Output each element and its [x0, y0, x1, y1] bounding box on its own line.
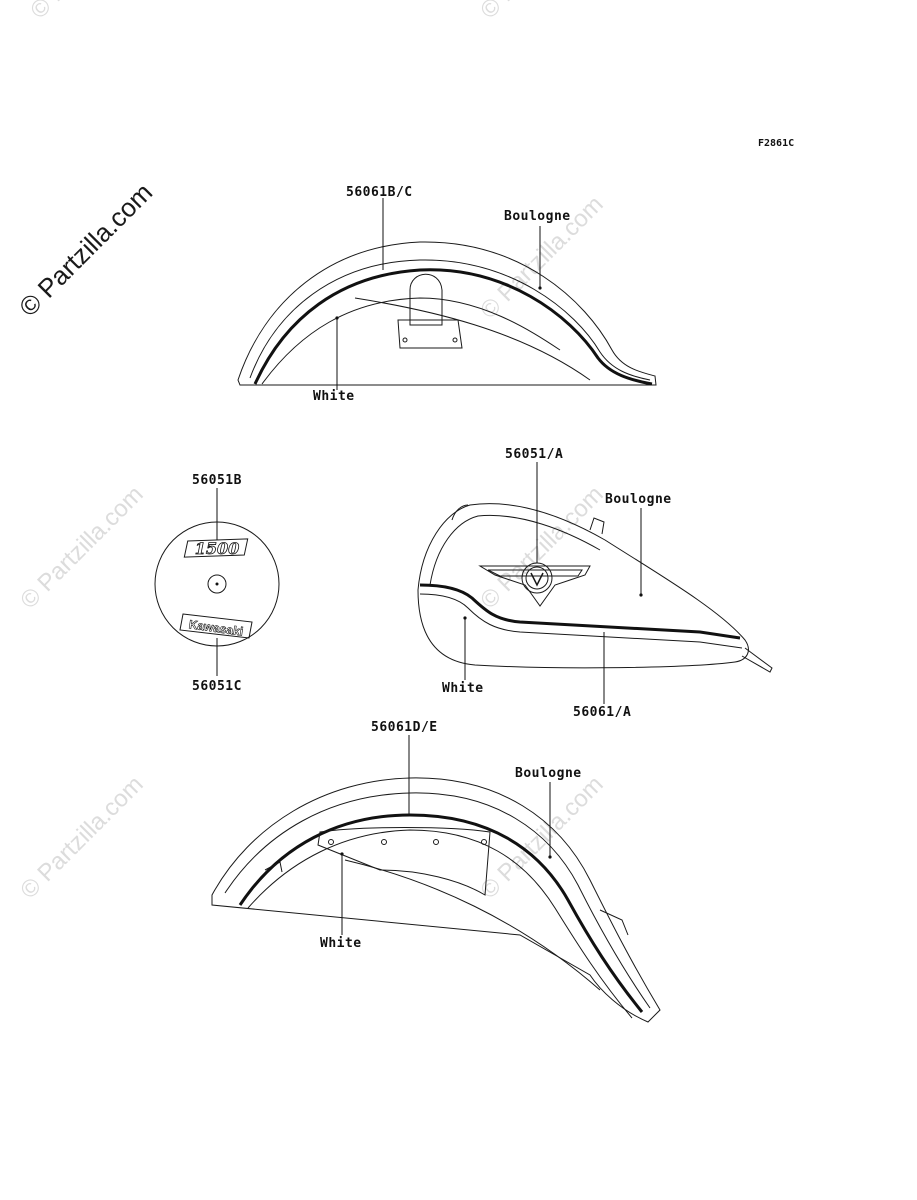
rear-fender-inner-color-label: White	[320, 936, 362, 951]
fuel-tank	[417, 503, 773, 673]
emblem-disc: 1500 Kawasaki	[154, 521, 280, 647]
front-fender	[237, 241, 657, 386]
emblem-top-part-label: 56051B	[192, 473, 242, 488]
watermark: © Partzilla.com	[475, 0, 608, 24]
tank-lower-color-label: White	[442, 681, 484, 696]
emblem-bottom-part-label: 56051C	[192, 679, 242, 694]
rear-fender-outer-color-label: Boulogne	[515, 766, 582, 781]
watermark: © Partzilla.com	[475, 481, 608, 614]
watermark-main: © Partzilla.com	[13, 177, 158, 322]
tank-stripe-part-label: 56061/A	[573, 705, 631, 720]
watermark: © Partzilla.com	[25, 0, 158, 24]
watermark: © Partzilla.com	[15, 771, 148, 904]
front-fender-inner-color-label: White	[313, 389, 355, 404]
emblem-1500-text: 1500	[195, 539, 240, 558]
figure-code: F2861C	[758, 138, 794, 149]
tank-upper-color-label: Boulogne	[605, 492, 672, 507]
tank-emblem-part-label: 56051/A	[505, 447, 563, 462]
rear-fender-part-label: 56061D/E	[371, 720, 438, 735]
front-fender-outer-color-label: Boulogne	[504, 209, 571, 224]
front-fender-part-label: 56061B/C	[346, 185, 413, 200]
watermark: © Partzilla.com	[15, 481, 148, 614]
rear-fender	[211, 777, 661, 1023]
